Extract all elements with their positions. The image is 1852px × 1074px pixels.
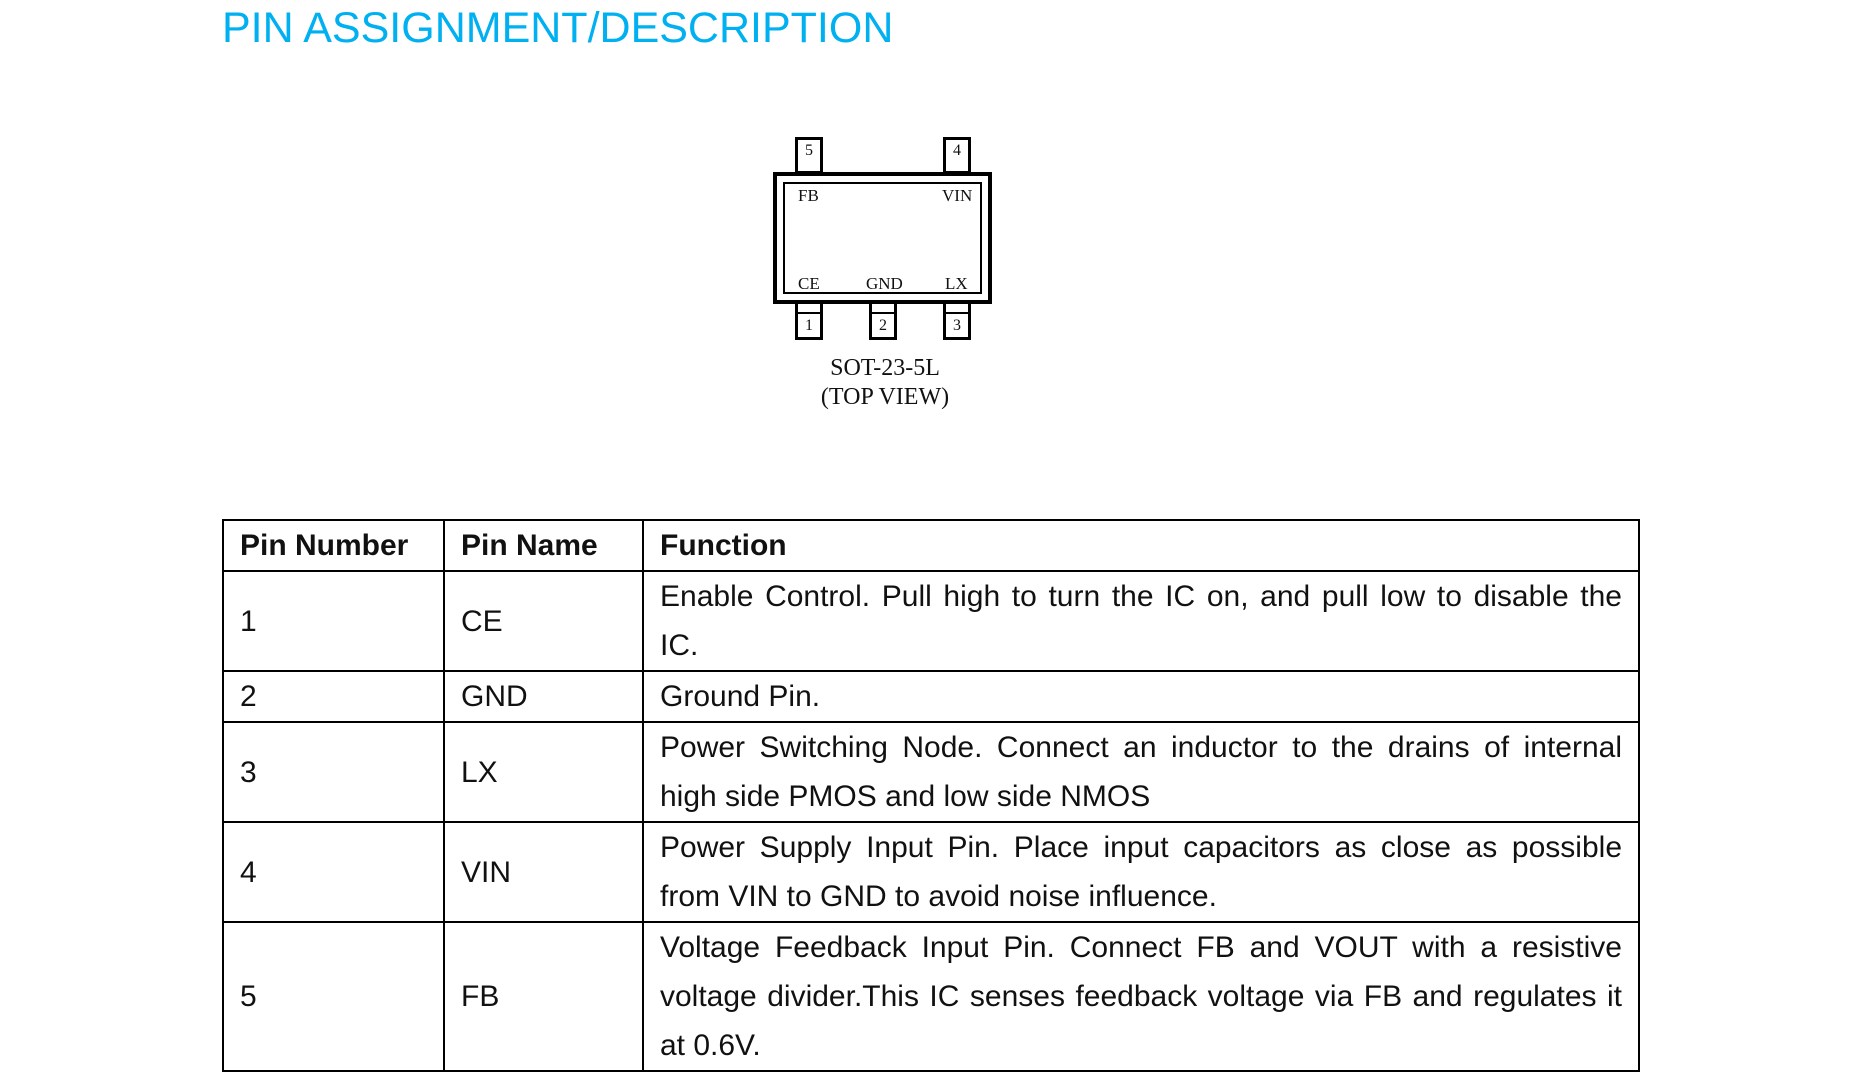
table-row: 1 CE Enable Control. Pull high to turn t… — [222, 570, 1640, 672]
pin-1: 1 — [795, 304, 823, 340]
package-caption: SOT-23-5L (TOP VIEW) — [785, 354, 985, 412]
package-view: (TOP VIEW) — [820, 384, 950, 410]
pin-5: 5 — [795, 137, 823, 173]
pin-number: 3 — [953, 317, 961, 334]
pin-description-table: Pin Number Pin Name Function 1 CE Enable… — [222, 519, 1640, 1072]
function-cell: Enable Control. Pull high to turn the IC… — [642, 570, 1640, 672]
pin-4: 4 — [943, 137, 971, 173]
pin-number: 4 — [953, 142, 961, 159]
function-cell: Power Supply Input Pin. Place input capa… — [642, 821, 1640, 923]
pin-number-cell: 5 — [222, 921, 445, 1072]
pin-label-lx: LX — [945, 274, 968, 293]
pin-number-cell: 3 — [222, 721, 445, 823]
header-pin-number: Pin Number — [222, 519, 445, 572]
pin-number: 1 — [805, 317, 813, 334]
pin-number-cell: 4 — [222, 821, 445, 923]
function-cell: Power Switching Node. Connect an inducto… — [642, 721, 1640, 823]
pin-3: 3 — [943, 304, 971, 340]
pin-2: 2 — [869, 304, 897, 340]
pin-name-cell: FB — [443, 921, 644, 1072]
pin-number: 2 — [879, 317, 887, 334]
section-title: PIN ASSIGNMENT/DESCRIPTION — [222, 4, 894, 52]
pin-label-vin: VIN — [942, 186, 973, 205]
pin-name-cell: LX — [443, 721, 644, 823]
table-row: 5 FB Voltage Feedback Input Pin. Connect… — [222, 921, 1640, 1072]
pin-label-ce: CE — [798, 274, 820, 293]
package-name: SOT-23-5L — [830, 355, 940, 381]
header-function: Function — [642, 519, 1640, 572]
function-cell: Voltage Feedback Input Pin. Connect FB a… — [642, 921, 1640, 1072]
pin-number-cell: 1 — [222, 570, 445, 672]
pin-number: 5 — [805, 142, 813, 159]
header-pin-name: Pin Name — [443, 519, 644, 572]
function-cell: Ground Pin. — [642, 670, 1640, 723]
pin-number-cell: 2 — [222, 670, 445, 723]
table-row: 4 VIN Power Supply Input Pin. Place inpu… — [222, 821, 1640, 923]
pin-name-cell: VIN — [443, 821, 644, 923]
pin-label-fb: FB — [798, 186, 819, 205]
pin-name-cell: GND — [443, 670, 644, 723]
pin-name-cell: CE — [443, 570, 644, 672]
table-row: 3 LX Power Switching Node. Connect an in… — [222, 721, 1640, 823]
table-header-row: Pin Number Pin Name Function — [222, 519, 1640, 572]
pin-label-gnd: GND — [866, 274, 903, 293]
table-row: 2 GND Ground Pin. — [222, 670, 1640, 723]
chip-body — [773, 172, 992, 304]
